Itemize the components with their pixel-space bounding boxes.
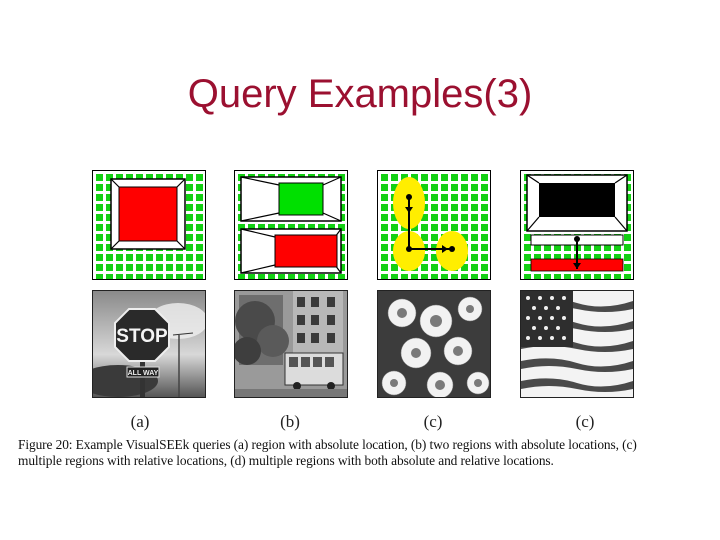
result-photo-stop-sign: STOP ALL WAY bbox=[92, 290, 206, 398]
caption-line-2: multiple regions with relative locations… bbox=[18, 453, 554, 468]
caption-line-1: Figure 20: Example VisualSEEk queries (a… bbox=[18, 437, 637, 452]
query-sketch-a bbox=[92, 170, 206, 280]
query-sketch-d-drawing bbox=[526, 174, 628, 272]
result-photo-flag bbox=[520, 290, 634, 398]
red-region bbox=[118, 186, 178, 242]
black-region bbox=[539, 183, 615, 217]
subfigure-label-b: (b) bbox=[280, 412, 300, 431]
slide-title: Query Examples(3) bbox=[187, 72, 533, 116]
stop-sign-shape bbox=[114, 308, 170, 362]
subfigure-label-d: (c) bbox=[575, 412, 595, 431]
subfigure-label-a: (a) bbox=[130, 412, 150, 431]
stop-sign-text: STOP bbox=[116, 326, 168, 347]
subfigure-label-c: (c) bbox=[423, 412, 443, 431]
red-region bbox=[274, 234, 338, 268]
figure-caption: Figure 20: Example VisualSEEk queries (a… bbox=[18, 437, 708, 469]
result-photo-street-bus bbox=[234, 290, 348, 398]
query-sketch-b bbox=[234, 170, 348, 280]
query-sketch-a-drawing bbox=[110, 178, 186, 250]
query-sketch-c bbox=[377, 170, 491, 280]
street-sign-text: ALL WAY bbox=[128, 370, 159, 377]
green-region bbox=[278, 182, 324, 216]
result-photo-daisies bbox=[377, 290, 491, 398]
query-sketch-b-drawing bbox=[240, 176, 342, 274]
query-sketch-d bbox=[520, 170, 634, 280]
query-sketch-c-drawing bbox=[393, 177, 468, 271]
